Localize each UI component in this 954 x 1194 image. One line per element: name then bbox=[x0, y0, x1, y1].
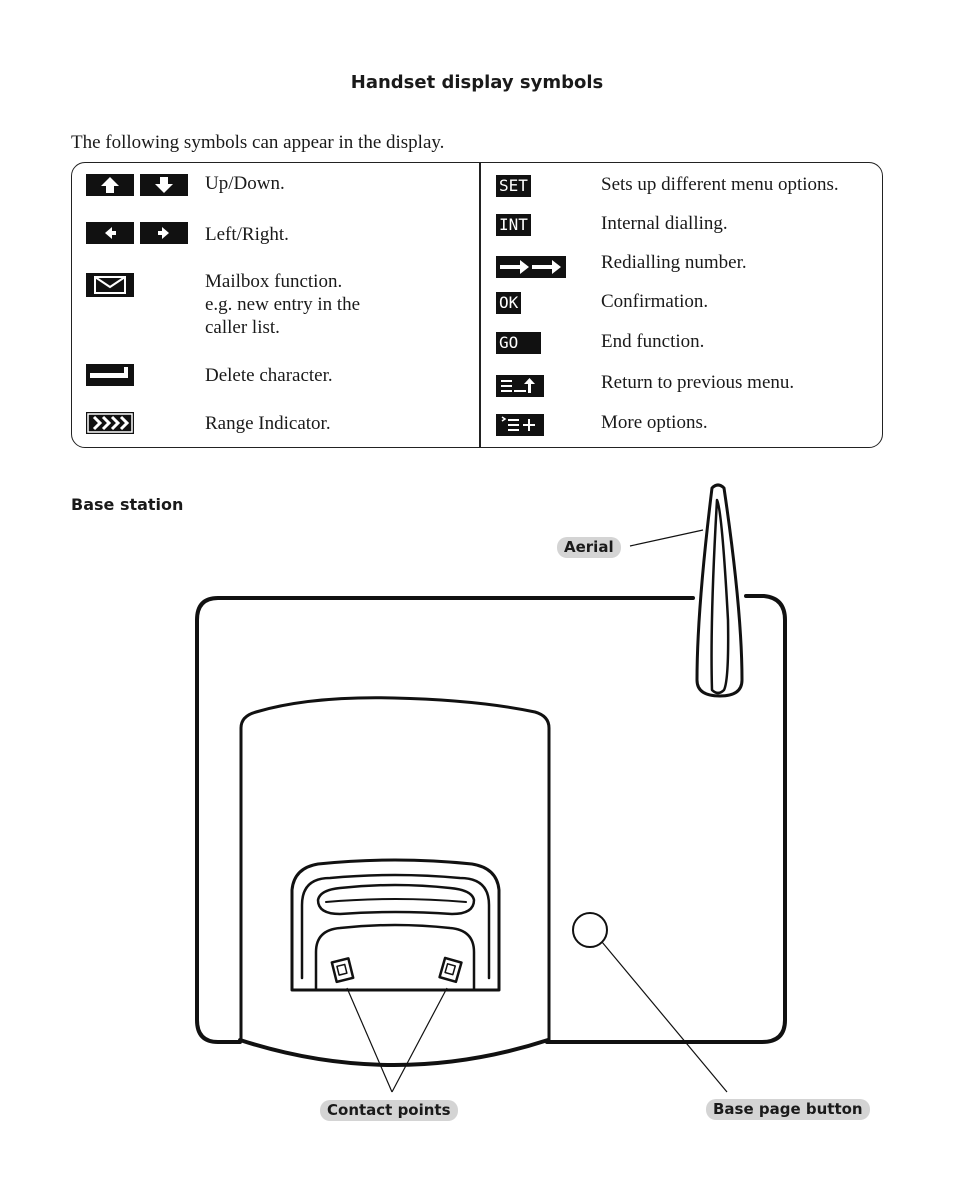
envelope-icon bbox=[86, 273, 134, 297]
page-title: Handset display symbols bbox=[350, 72, 604, 93]
symbol-desc: Range Indicator. bbox=[205, 413, 331, 434]
redial-arrows-icon bbox=[496, 256, 566, 278]
symbol-desc: Confirmation. bbox=[601, 291, 709, 312]
symbol-desc: Sets up different menu options. bbox=[601, 174, 839, 195]
range-indicator-icon bbox=[86, 412, 134, 434]
down-arrow-icon bbox=[140, 174, 188, 196]
intro-text: The following symbols can appear in the … bbox=[71, 132, 445, 153]
symbol-desc-line: e.g. new entry in the bbox=[205, 294, 361, 315]
base-station-heading: Base station bbox=[71, 495, 184, 514]
set-icon: SET bbox=[496, 175, 531, 197]
go-back-icon: GO BACK bbox=[496, 332, 541, 374]
symbol-desc: End function. bbox=[601, 331, 705, 352]
symbol-desc: Left/Right. bbox=[205, 224, 289, 245]
aerial-callout: Aerial bbox=[557, 537, 621, 558]
left-arrow-icon bbox=[86, 222, 134, 244]
more-options-icon bbox=[496, 414, 544, 436]
table-divider bbox=[479, 163, 481, 447]
symbol-desc: Return to previous menu. bbox=[601, 372, 795, 393]
symbol-desc: Delete character. bbox=[205, 365, 333, 386]
symbols-table: Up/Down. Left/Right. Mailbox function. e… bbox=[71, 162, 883, 448]
delete-character-icon bbox=[86, 364, 134, 386]
symbol-desc-line: Mailbox function. bbox=[205, 271, 343, 292]
symbol-desc: Up/Down. bbox=[205, 173, 285, 194]
base-page-button-callout: Base page button bbox=[706, 1099, 870, 1120]
symbol-desc: Redialling number. bbox=[601, 252, 747, 273]
return-menu-icon bbox=[496, 375, 544, 397]
ok-icon: OK bbox=[496, 292, 522, 314]
contact-points-callout: Contact points bbox=[320, 1100, 458, 1121]
symbol-desc: Internal dialling. bbox=[601, 213, 728, 234]
symbol-desc: More options. bbox=[601, 412, 708, 433]
up-arrow-icon bbox=[86, 174, 134, 196]
right-arrow-icon bbox=[140, 222, 188, 244]
int-icon: INT bbox=[496, 214, 531, 236]
symbol-desc-line: caller list. bbox=[205, 317, 280, 338]
